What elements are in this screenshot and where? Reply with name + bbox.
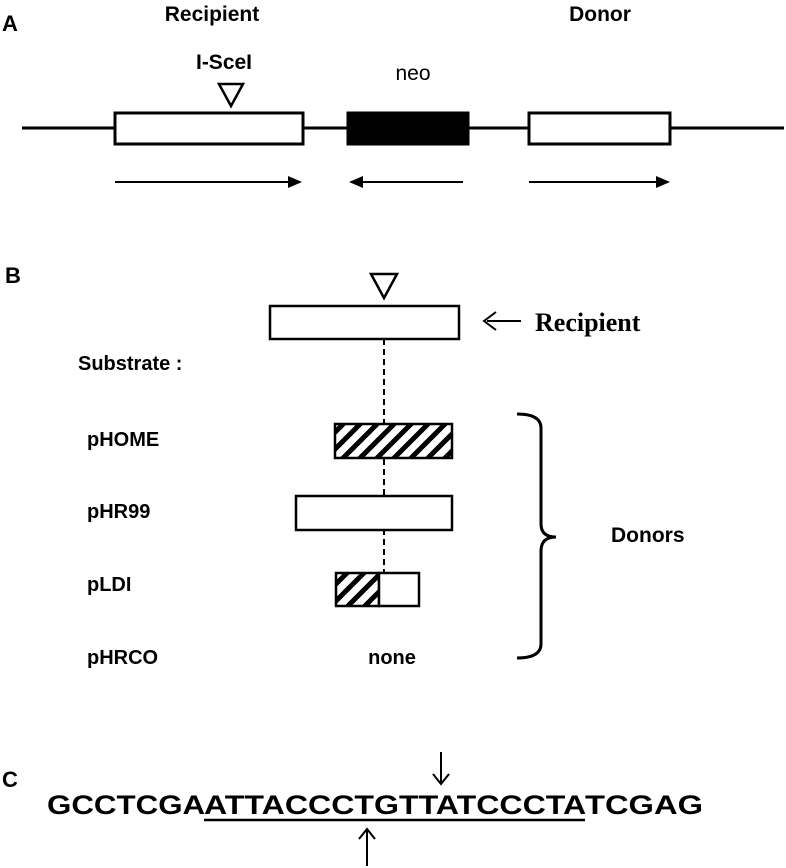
neo-box: [346, 111, 470, 146]
i-scei-site-marker-b: [368, 272, 400, 301]
recipient-box-a: [113, 111, 305, 146]
substrate-phome-label: pHOME: [87, 429, 159, 451]
sequence-suffix: TCGAG: [585, 790, 703, 820]
donor-box-a: [527, 111, 672, 146]
recipient-label-a: Recipient: [165, 3, 260, 26]
i-scei-label: I-SceI: [196, 51, 252, 74]
panel-c-letter: C: [2, 767, 18, 792]
recipient-pointer-arrow: [482, 311, 521, 331]
recipient-orientation-arrow: [115, 176, 302, 188]
neo-orientation-arrow: [349, 176, 463, 188]
substrate-phr99-label: pHR99: [87, 501, 150, 523]
donor-label-a: Donor: [569, 3, 631, 26]
recipient-box-b: [268, 304, 461, 341]
neo-label: neo: [395, 62, 430, 85]
substrate-phrco-label: pHRCO: [87, 647, 158, 669]
recognition-sequence: GCCTCGA ATTACCCTGTTATCCCTA TCGAG: [47, 790, 703, 820]
pldi-open-segment: [377, 571, 421, 608]
i-scei-recognition-site: ATTACCCTGTTATCCCTA: [204, 790, 586, 820]
phome-donor-box: [333, 422, 454, 460]
phr99-donor-box: [294, 494, 454, 532]
donors-bracket: [516, 412, 557, 660]
panel-b-letter: B: [5, 263, 21, 288]
sequence-prefix: GCCTCGA: [47, 790, 205, 820]
donors-label: Donors: [611, 524, 685, 547]
i-scei-site-marker: [216, 82, 246, 109]
substrate-label: Substrate :: [78, 353, 182, 375]
recipient-label-b: Recipient: [535, 308, 641, 337]
substrate-pldi-label: pLDI: [87, 574, 131, 596]
donor-orientation-arrow: [529, 176, 670, 188]
phrco-none-label: none: [368, 647, 416, 669]
panel-a-letter: A: [2, 11, 18, 36]
pldi-hatched-segment: [334, 571, 381, 608]
